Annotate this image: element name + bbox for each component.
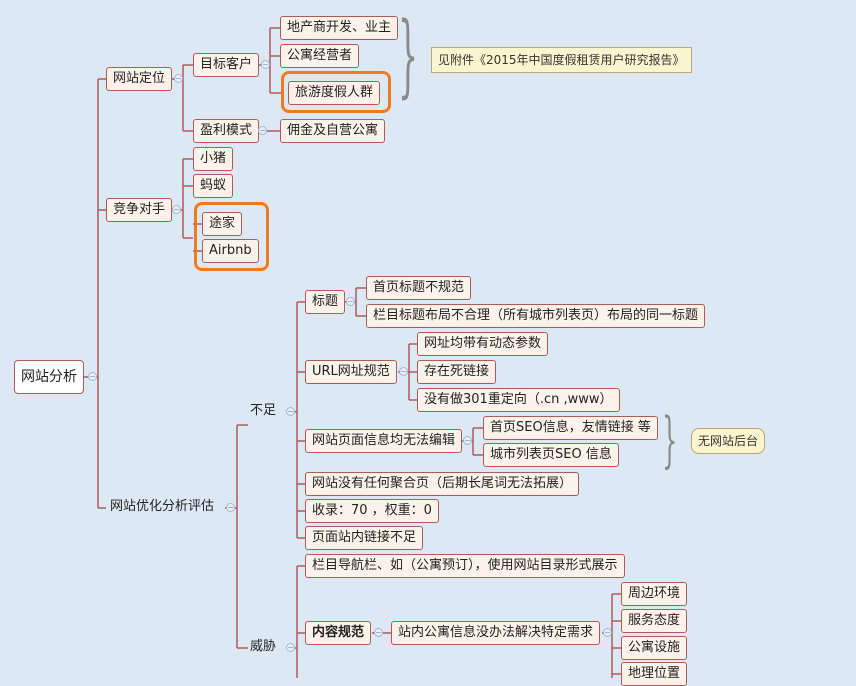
- competitor-xiaozhu[interactable]: 小猪: [193, 147, 234, 171]
- topic-weakness[interactable]: 不足: [250, 403, 277, 418]
- topic-target-customers[interactable]: 目标客户: [193, 53, 260, 77]
- collapse-toggle-positioning[interactable]: −: [174, 74, 183, 83]
- collapse-toggle-content[interactable]: −: [374, 628, 383, 637]
- title-issue-category[interactable]: 栏目标题布局不合理（所有城市列表页）布局的同一标题: [366, 304, 706, 328]
- profit-item-commission[interactable]: 佣金及自营公寓: [280, 119, 386, 143]
- topic-uneditable[interactable]: 网站页面信息均无法编辑: [305, 429, 463, 453]
- uneditable-item-city-seo[interactable]: 城市列表页SEO 信息: [483, 443, 619, 467]
- topic-internal-links[interactable]: 页面站内链接不足: [305, 526, 424, 550]
- title-issue-homepage[interactable]: 首页标题不规范: [366, 276, 472, 300]
- content-sub-surroundings[interactable]: 周边环境: [621, 582, 688, 606]
- brace-target-summary: }: [398, 3, 419, 108]
- topic-url-standard[interactable]: URL网址规范: [305, 360, 397, 384]
- collapse-toggle-weakness[interactable]: −: [286, 407, 295, 416]
- target-item-tourists[interactable]: 旅游度假人群: [288, 81, 381, 105]
- topic-indexed-weight[interactable]: 收录：70 ，权重：0: [305, 499, 439, 523]
- topic-threat[interactable]: 威胁: [250, 639, 277, 654]
- url-issue-dynamic-params[interactable]: 网址均带有动态参数: [417, 332, 549, 356]
- competitor-tujia[interactable]: 途家: [202, 212, 243, 236]
- url-issue-no-301[interactable]: 没有做301重定向（.cn ,www）: [417, 388, 620, 412]
- collapse-toggle-content-issue[interactable]: −: [603, 628, 612, 637]
- topic-positioning[interactable]: 网站定位: [106, 67, 173, 91]
- collapse-toggle-profit[interactable]: −: [258, 126, 267, 135]
- collapse-toggle-title[interactable]: −: [346, 297, 355, 306]
- target-item-operators[interactable]: 公寓经营者: [280, 44, 360, 68]
- brace-uneditable-summary: }: [662, 405, 678, 475]
- topic-content-standard[interactable]: 内容规范: [305, 621, 372, 645]
- content-sub-location[interactable]: 地理位置: [621, 662, 688, 686]
- content-sub-facilities[interactable]: 公寓设施: [621, 636, 688, 660]
- competitor-mayi[interactable]: 蚂蚁: [193, 174, 234, 198]
- note-no-backend[interactable]: 无网站后台: [691, 428, 766, 454]
- root-topic[interactable]: 网站分析: [14, 360, 84, 394]
- uneditable-item-homepage-seo[interactable]: 首页SEO信息，友情链接 等: [483, 416, 658, 440]
- url-issue-dead-links[interactable]: 存在死链接: [417, 360, 497, 384]
- topic-optimization[interactable]: 网站优化分析评估: [110, 499, 215, 514]
- collapse-toggle-competitors[interactable]: −: [172, 205, 181, 214]
- collapse-toggle-optimization[interactable]: −: [226, 503, 235, 512]
- threat-item-navigation[interactable]: 栏目导航栏、如（公寓预订），使用网站目录形式展示: [305, 554, 625, 578]
- content-sub-service[interactable]: 服务态度: [621, 609, 688, 633]
- collapse-toggle-threat[interactable]: −: [286, 643, 295, 652]
- collapse-toggle-url[interactable]: −: [399, 367, 408, 376]
- content-issue-specific-needs[interactable]: 站内公寓信息没办法解决特定需求: [391, 621, 601, 645]
- collapse-toggle-target[interactable]: −: [261, 60, 270, 69]
- highlight-frame: [281, 71, 391, 113]
- collapse-toggle-root[interactable]: −: [88, 372, 97, 381]
- topic-no-aggregate-page[interactable]: 网站没有任何聚合页（后期长尾词无法拓展）: [305, 472, 580, 496]
- topic-title[interactable]: 标题: [305, 290, 346, 314]
- note-report-attachment[interactable]: 见附件《2015年中国度假租赁用户研究报告》: [431, 47, 692, 73]
- collapse-toggle-uneditable[interactable]: −: [463, 436, 472, 445]
- highlight-frame: [194, 202, 269, 271]
- competitor-airbnb[interactable]: Airbnb: [202, 239, 259, 263]
- target-item-developers[interactable]: 地产商开发、业主: [280, 16, 399, 40]
- topic-competitors[interactable]: 竞争对手: [106, 198, 173, 222]
- topic-profit-model[interactable]: 盈利模式: [193, 119, 260, 143]
